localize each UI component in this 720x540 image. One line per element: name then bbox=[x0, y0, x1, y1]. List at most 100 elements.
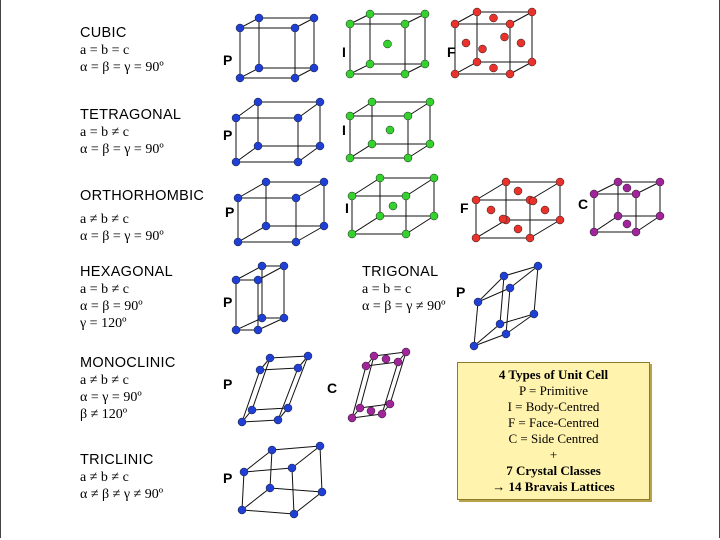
system-orthorhombic: ORTHORHOMBIC a ≠ b ≠ c α = β = γ = 90º bbox=[80, 188, 240, 245]
lattice-atom bbox=[366, 406, 376, 416]
relation-text: a = b ≠ c bbox=[80, 125, 130, 140]
ortho-c-cell bbox=[589, 177, 665, 237]
cell-edge bbox=[269, 355, 309, 359]
cell-edge bbox=[251, 407, 289, 411]
cell-edge bbox=[349, 101, 373, 117]
relation-text: a = b ≠ c bbox=[80, 282, 130, 297]
lattice-atom bbox=[516, 38, 526, 48]
cell-edge bbox=[271, 445, 321, 451]
label-mono-c: C bbox=[327, 380, 338, 396]
lattice-atom bbox=[365, 9, 375, 19]
lattice-atom bbox=[425, 97, 435, 107]
cell-edge bbox=[269, 449, 273, 489]
cell-edge bbox=[499, 275, 505, 325]
lattice-atom bbox=[257, 313, 267, 323]
lattice-atom bbox=[347, 229, 357, 239]
label-tri-p: P bbox=[223, 470, 233, 486]
legend-crystal-classes: 7 Crystal Classes bbox=[506, 463, 601, 478]
lattice-atom bbox=[247, 405, 257, 415]
lattice-atom bbox=[472, 57, 482, 67]
lattice-atom bbox=[375, 173, 385, 183]
lattice-atom bbox=[498, 214, 508, 224]
cell-edge bbox=[235, 101, 259, 119]
lattice-atom bbox=[261, 177, 271, 187]
lattice-atom bbox=[309, 13, 319, 23]
lattice-atom bbox=[622, 183, 632, 193]
lattice-atom bbox=[253, 325, 263, 335]
relation-text: α = β = γ ≠ 90º bbox=[362, 299, 446, 314]
lattice-atom bbox=[655, 211, 665, 221]
cell-edge bbox=[351, 177, 381, 197]
system-name: CUBIC bbox=[80, 25, 127, 41]
lattice-atom bbox=[489, 63, 498, 73]
label-cubic-i: I bbox=[342, 44, 346, 60]
lattice-atom bbox=[403, 111, 413, 121]
cell-edge bbox=[243, 467, 293, 473]
cell-edge bbox=[475, 181, 507, 201]
lattice-atom bbox=[303, 351, 313, 361]
lattice-atom bbox=[231, 325, 241, 335]
lattice-atom bbox=[265, 483, 275, 493]
lattice-legend-box: 4 Types of Unit Cell P = Primitive I = B… bbox=[457, 362, 650, 500]
lattice-atom bbox=[377, 409, 387, 419]
cell-edge bbox=[351, 413, 383, 419]
lattice-atom bbox=[501, 329, 511, 339]
system-name: MONOCLINIC bbox=[80, 355, 176, 371]
cell-edge bbox=[295, 181, 325, 199]
lattice-atom bbox=[486, 205, 496, 215]
system-trigonal: TRIGONAL a = b = c α = β = γ ≠ 90º bbox=[362, 264, 445, 315]
cell-edge bbox=[257, 317, 285, 331]
cell-edge bbox=[407, 143, 431, 159]
lattice-atom bbox=[400, 19, 410, 29]
system-triclinic: TRICLINIC a ≠ b ≠ c α ≠ β ≠ γ ≠ 90º bbox=[80, 452, 240, 503]
lattice-atom bbox=[265, 353, 275, 363]
lattice-atom bbox=[631, 189, 641, 199]
cell-edge bbox=[235, 265, 263, 281]
lattice-atom bbox=[319, 221, 329, 231]
ortho-f-cell bbox=[471, 177, 565, 243]
lattice-atom bbox=[315, 97, 325, 107]
lattice-atom bbox=[253, 141, 263, 151]
cell-edge bbox=[293, 491, 323, 515]
lattice-atom bbox=[613, 177, 623, 187]
lattice-atom bbox=[525, 233, 535, 243]
legend-line: C = Side Centred bbox=[508, 431, 599, 446]
system-name: TETRAGONAL bbox=[80, 107, 182, 123]
cell-edge bbox=[405, 215, 435, 235]
lattice-atom bbox=[420, 59, 430, 69]
lattice-atom bbox=[383, 39, 392, 49]
lattice-atom bbox=[555, 215, 565, 225]
lattice-atom bbox=[235, 23, 245, 33]
system-cubic: CUBIC a = b = c α = β = γ = 90º bbox=[80, 25, 240, 76]
label-mono-p: P bbox=[223, 376, 233, 392]
lattice-atom bbox=[478, 44, 487, 54]
relation-text: a ≠ b ≠ c bbox=[80, 470, 129, 485]
cell-edge bbox=[251, 357, 271, 411]
lattice-atom bbox=[489, 13, 498, 23]
lattice-atom bbox=[401, 229, 411, 239]
cell-edge bbox=[241, 487, 271, 511]
cell-edge bbox=[635, 181, 661, 195]
label-tetra-p: P bbox=[223, 127, 233, 143]
lattice-atom bbox=[613, 211, 623, 221]
relation-text: α = β = γ = 90º bbox=[80, 229, 164, 244]
system-name: ORTHORHOMBIC bbox=[80, 188, 205, 204]
lattice-atom bbox=[287, 463, 297, 473]
system-hexagonal: HEXAGONAL a = b ≠ c α = β = 90º γ = 120º bbox=[80, 264, 240, 332]
lattice-atom bbox=[500, 32, 509, 42]
cell-edge bbox=[407, 101, 431, 117]
lattice-atom bbox=[513, 224, 523, 234]
lattice-atom bbox=[261, 221, 271, 231]
lattice-atom bbox=[253, 275, 263, 285]
lattice-atom bbox=[293, 157, 303, 167]
lattice-atom bbox=[400, 69, 410, 79]
lattice-atom bbox=[253, 97, 263, 107]
lattice-atom bbox=[385, 399, 395, 409]
triclinic-p-cell bbox=[237, 441, 327, 519]
lattice-atom bbox=[622, 219, 632, 229]
hexagonal-p-cell bbox=[231, 261, 289, 335]
lattice-atom bbox=[533, 261, 543, 271]
cell-edge bbox=[359, 355, 375, 409]
tetra-i-cell bbox=[345, 97, 435, 163]
cubic-f-cell bbox=[450, 7, 537, 79]
